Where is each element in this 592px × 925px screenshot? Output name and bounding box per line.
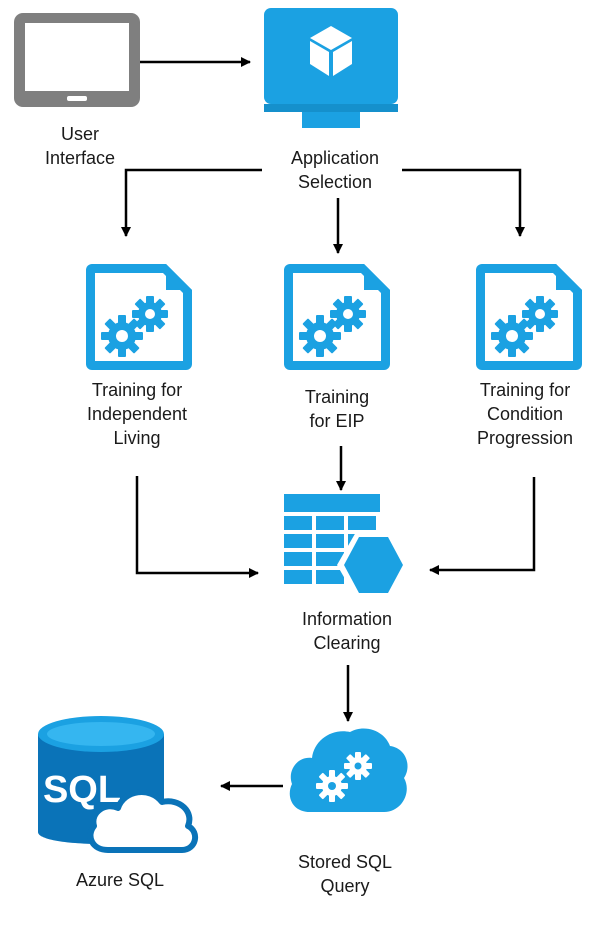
table-hexagon-icon: [284, 494, 409, 598]
azure-sql-label: Azure SQL: [75, 870, 165, 890]
training-condition-label: Training for Condition Progression: [476, 380, 574, 448]
information-clearing-label: Information Clearing: [301, 609, 393, 653]
document-gears-icon: [86, 264, 192, 370]
arrow-app-to-condition: [402, 168, 525, 237]
application-selection-label: Application Selection: [290, 148, 380, 192]
arrow-condition-to-clearing: [429, 477, 536, 575]
cloud-gears-icon: [289, 728, 408, 812]
document-gears-icon: [284, 264, 390, 370]
sql-database-cloud-icon: SQL: [38, 716, 199, 853]
arrow-app-to-independent: [121, 168, 262, 237]
stored-sql-query-label: Stored SQL Query: [297, 852, 393, 896]
training-independent-label: Training for Independent Living: [86, 380, 188, 448]
user-interface-label: User Interface: [44, 124, 116, 168]
arrow-independent-to-clearing: [135, 476, 259, 578]
training-eip-label: Training for EIP: [304, 387, 370, 431]
monitor-cube-icon: [264, 8, 398, 128]
document-gears-icon: [476, 264, 582, 370]
tablet-icon: [14, 13, 140, 107]
